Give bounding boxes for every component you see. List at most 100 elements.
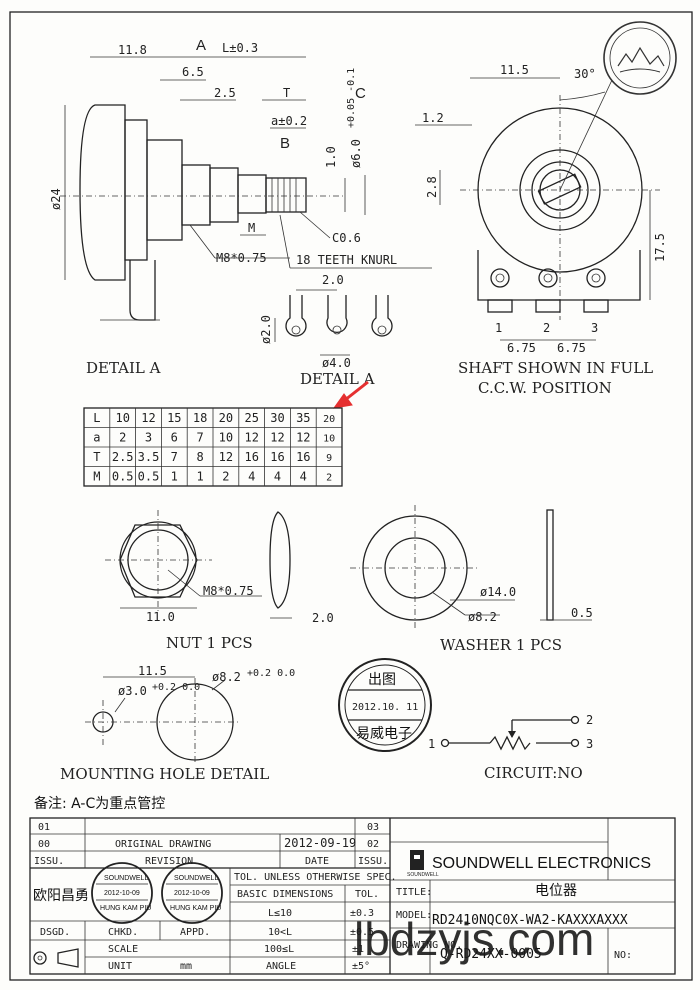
spec-table-cell: 12 [219, 450, 233, 464]
spec-table-cell: 7 [196, 431, 203, 445]
nut-dim-2: 2.0 [312, 611, 334, 625]
spec-table-cell: 8 [196, 450, 203, 464]
approval-stamp-2 [161, 862, 223, 924]
washer-dim-d8-2: ø8.2 [468, 610, 497, 624]
tb-row3-tol: ±1 [352, 944, 364, 955]
tb-title-label: TITLE: [396, 887, 432, 898]
tb-r03: 03 [367, 822, 379, 833]
dim-d2-0-b: ø2.0 [259, 315, 273, 344]
approval-stamp-1 [91, 862, 153, 924]
label-detail-a-1: DETAIL A [86, 359, 161, 377]
dim-2-0-a: 2.0 [322, 273, 344, 287]
dim-30-deg: 30° [574, 67, 596, 81]
spec-table-cell: 4 [248, 470, 255, 484]
tb-row2-tol: ±0.5 [350, 927, 374, 938]
tb-row2-dim: 10<L [268, 927, 292, 938]
tb-title-value: 电位器 [535, 883, 577, 899]
stamp2-top: SOUNDWELL [174, 875, 218, 882]
dim-11-8: 11.8 [118, 43, 147, 57]
dim-6-5: 6.5 [182, 65, 204, 79]
nut-dim-11: 11.0 [146, 610, 175, 624]
spec-table-cell: 7 [171, 450, 178, 464]
spec-table-cell: 3.5 [138, 450, 160, 464]
tb-scale: SCALE [108, 944, 138, 955]
pin-1: 1 [495, 321, 502, 335]
nut-dim-m8: M8*0.75 [203, 584, 254, 598]
dim-d6-0: ø6.0 [349, 139, 363, 168]
note-text: 备注: A-C为重点管控 [34, 795, 165, 812]
tb-tol: TOL. [355, 889, 379, 900]
mount-dim-11-5: 11.5 [138, 664, 167, 678]
spec-table-row-header: a [93, 431, 100, 445]
circuit-node-3: 3 [586, 737, 593, 751]
dim-a-tol: a±0.2 [271, 114, 307, 128]
tb-row4-tol: ±5° [352, 961, 370, 972]
spec-table-cell: 10 [323, 434, 335, 445]
spec-table-cell: 1 [171, 470, 178, 484]
spec-table-cell: 10 [219, 431, 233, 445]
output-stamp [338, 658, 432, 752]
spec-table-cell: 20 [219, 411, 233, 425]
dim-c0-6: C0.6 [332, 231, 361, 245]
red-arrow-icon [332, 380, 369, 409]
tb-r02: 02 [367, 839, 379, 850]
tb-drawing-value: Q-RD24XX-0005 [440, 947, 542, 962]
spec-table-cell: 2.5 [112, 450, 134, 464]
spec-table-cell: 0.5 [138, 470, 160, 484]
dim-6-75-b: 6.75 [557, 341, 586, 355]
spec-table-cell: 12 [270, 431, 284, 445]
tb-unit: UNIT [108, 961, 132, 972]
dim-2-8: 2.8 [425, 176, 439, 198]
stamp1-top: SOUNDWELL [104, 875, 148, 882]
spec-table-cell: 20 [323, 414, 335, 425]
mount-dim-d8-2: ø8.2 [212, 670, 241, 684]
washer-drawing [350, 505, 592, 630]
dim-m8: M8*0.75 [216, 251, 267, 265]
tb-date-label: DATE [305, 856, 329, 867]
tb-rev-01: 01 [38, 822, 50, 833]
tb-company: SOUNDWELL ELECTRONICS [432, 855, 651, 872]
spec-table-cell: 30 [270, 411, 284, 425]
tb-original-drawing: ORIGINAL DRAWING [115, 839, 211, 850]
stamp1-bottom: HUNG KAM PIU [100, 905, 151, 912]
dim-m: M [248, 221, 255, 235]
tb-row4-dim: ANGLE [266, 961, 296, 972]
title-block [29, 817, 676, 975]
spec-table-cell: 25 [244, 411, 258, 425]
tb-issu-2: ISSU. [358, 856, 388, 867]
detail-a-terminals [274, 289, 393, 356]
pin-2: 2 [543, 321, 550, 335]
spec-table-cell: 2 [119, 431, 126, 445]
mount-dim-d8-tol: +0.2 0.0 [247, 668, 295, 679]
tb-rev-issu: ISSU. [34, 856, 64, 867]
dim-d24: ø24 [49, 188, 63, 210]
spec-table-cell: 4 [300, 470, 307, 484]
spec-table-cell: 3 [145, 431, 152, 445]
circuit-node-1: 1 [428, 737, 435, 751]
dim-knurl: 18 TEETH KNURL [296, 253, 397, 267]
spec-table-cell: 9 [326, 453, 332, 464]
spec-table-cell: 16 [270, 450, 284, 464]
dim-l-tol: L±0.3 [222, 41, 258, 55]
circuit-node-2: 2 [586, 713, 593, 727]
spec-table-cell: 35 [296, 411, 310, 425]
spec-table-cell: 6 [171, 431, 178, 445]
tb-row1-tol: ±0.3 [350, 908, 374, 919]
dim-label-a: A [196, 37, 206, 54]
tb-unit-value: mm [180, 961, 192, 972]
tb-tol-note: TOL. UNLESS OTHERWISE SPEC. [234, 872, 397, 883]
mount-dim-d3: ø3.0 [118, 684, 147, 698]
label-nut: NUT 1 PCS [166, 634, 253, 652]
dim-label-c: C [355, 85, 366, 102]
nut-drawing [105, 510, 292, 619]
label-washer: WASHER 1 PCS [440, 636, 562, 654]
spec-table-cell: 12 [244, 431, 258, 445]
pin-3: 3 [591, 321, 598, 335]
tb-rev-00: 00 [38, 839, 50, 850]
tb-drawing-label: DRAWING NO. [396, 940, 462, 951]
tb-appd: APPD. [180, 927, 210, 938]
tb-brand: SOUNDWELL [407, 872, 439, 878]
dim-1-2: 1.2 [422, 111, 444, 125]
